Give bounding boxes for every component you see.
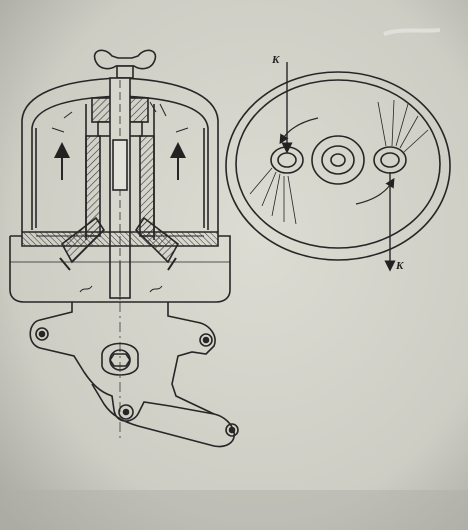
hub-inner bbox=[330, 153, 346, 167]
bolt-hole-4 bbox=[225, 423, 239, 437]
wing-nut-stem bbox=[116, 65, 134, 79]
bolt-hole-3 bbox=[118, 404, 134, 420]
paper-edge-shadow bbox=[0, 490, 468, 530]
nozzle-right bbox=[134, 216, 180, 264]
hub-outer bbox=[311, 135, 365, 185]
scan-smudge bbox=[383, 28, 441, 36]
bracket-center-bore bbox=[101, 342, 139, 376]
centrifuge-section-view bbox=[9, 49, 239, 448]
label-arrow-out: K bbox=[396, 260, 404, 272]
lower-housing bbox=[9, 235, 231, 303]
inner-rim bbox=[235, 79, 441, 249]
outer-rim bbox=[225, 71, 451, 261]
bolt-hole-2 bbox=[199, 333, 213, 347]
label-arrow-in: K bbox=[272, 54, 280, 66]
hub-middle bbox=[321, 145, 355, 175]
wing-nut bbox=[93, 49, 157, 70]
nozzle-left bbox=[60, 216, 106, 264]
centrifuge-plan-view bbox=[225, 62, 451, 272]
rotor-bottom bbox=[21, 231, 219, 247]
swirl-arrow-top bbox=[279, 117, 319, 145]
bolt-hole-1 bbox=[35, 327, 49, 341]
bracket-right-arm bbox=[167, 302, 216, 415]
mounting-bracket bbox=[29, 302, 235, 448]
